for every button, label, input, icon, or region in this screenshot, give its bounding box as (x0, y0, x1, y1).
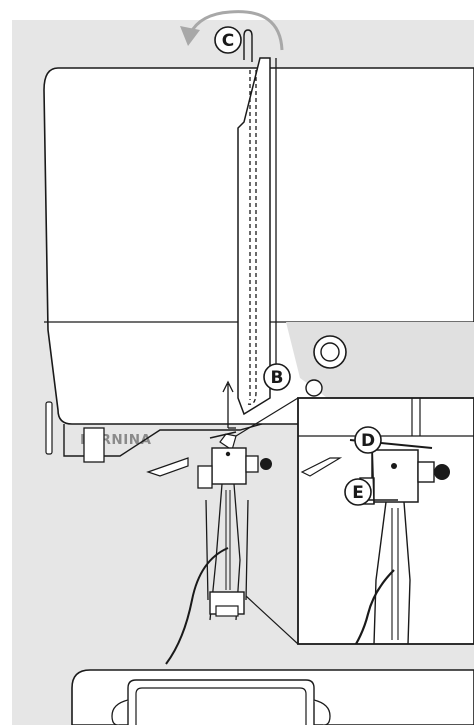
inset-foot-lever (300, 457, 343, 477)
presser-bar (197, 465, 213, 489)
callout-e-badge (344, 478, 372, 506)
curved-arrow-icon (188, 10, 284, 51)
callout-e: E (352, 483, 364, 503)
machine-underside (63, 423, 263, 457)
zoom-inset (297, 397, 474, 645)
thread-loose (165, 547, 229, 665)
callout-b-badge (263, 363, 291, 391)
base-cover-inner (135, 687, 307, 725)
inset-needle-inner (391, 508, 399, 640)
foot-lever (146, 457, 189, 477)
thread-top (243, 29, 253, 62)
base-clip-right (313, 699, 331, 725)
callout-d-badge (354, 426, 382, 454)
clamp-dot (225, 451, 231, 457)
inset-clamp-dot (391, 463, 397, 469)
small-knob (305, 379, 323, 397)
callout-c: C (222, 31, 234, 51)
clamp-screw (245, 455, 259, 473)
clamp-screw-head (260, 458, 272, 470)
thread-guide-wire (209, 431, 237, 439)
inset-needle-clamp (371, 449, 419, 503)
thread-guide-plate (237, 57, 271, 416)
base-cover (127, 679, 315, 725)
inset-head-edge (411, 398, 421, 436)
base-clip-left (111, 699, 129, 725)
inset-screw-head (434, 464, 450, 480)
side-handle (45, 401, 53, 455)
presser-foot-sole (215, 605, 239, 617)
callout-b: B (271, 368, 284, 388)
zoom-connector (235, 397, 299, 645)
foot-bracket (83, 427, 105, 463)
curved-arrow-head (180, 26, 200, 46)
up-arrow-icon (222, 380, 234, 428)
callout-d: D (361, 431, 375, 451)
presser-foot-shank (205, 499, 249, 601)
callout-c-badge (214, 26, 242, 54)
knob-inner (320, 342, 340, 362)
inset-screw (417, 461, 435, 483)
inset-thread (355, 569, 395, 645)
thread-path-up (247, 70, 257, 405)
inset-needle (373, 501, 411, 645)
zoom-inset-content (298, 398, 474, 645)
needle-inner (225, 490, 231, 590)
